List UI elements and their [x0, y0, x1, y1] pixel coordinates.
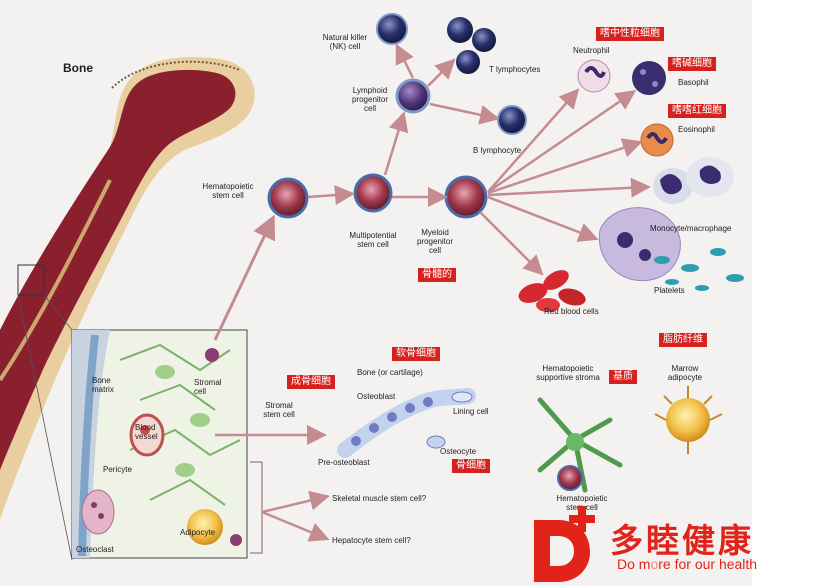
osteoblast-chain: [337, 388, 476, 458]
cn-eosinophil-tag: 嗜嗜红细胞: [668, 104, 726, 118]
stromal-stem-label: Stromal stem cell: [263, 401, 295, 419]
pre-osteoblast-label: Pre-osteoblast: [318, 458, 370, 467]
blood-vessel-label: Blood vessel: [135, 423, 158, 441]
basophil-cell: [632, 61, 666, 95]
hsc2-label: Hematopoietic stem cell: [556, 494, 608, 512]
supportive-stroma-label: Hematopoietic supportive stroma: [536, 364, 600, 382]
adipocyte-label: Adipocyte: [180, 528, 216, 537]
myeloid-label: Myeloid progenitor cell: [416, 228, 454, 255]
monocyte-label: Monocyte/macrophage: [650, 224, 732, 233]
lymphoid-cell: [395, 78, 431, 114]
cn-marrow-tag: 骨髓的: [418, 268, 456, 282]
osteocyte-label: Osteocyte: [440, 447, 477, 456]
lineage-arrows: [307, 43, 651, 276]
b-lymphocyte-cell: [497, 105, 527, 135]
marrow-adipocyte-label: Marrow adipocyte: [667, 364, 703, 382]
b-lymphocyte-label: B lymphocyte: [473, 146, 522, 155]
nk-label: Natural killer (NK) cell: [322, 33, 368, 51]
basophil-label: Basophil: [678, 78, 709, 87]
rbc-label: Red blood cells: [544, 307, 599, 316]
osteoclast-label: Osteoclast: [76, 545, 114, 554]
mpp-cell: [353, 173, 393, 213]
neutrophil-label: Neutrophil: [573, 46, 610, 55]
myeloid-cell: [444, 175, 488, 219]
t-lymphocytes-label: T lymphocytes: [489, 65, 541, 74]
marrow-adipocyte-cell: [654, 386, 723, 454]
zoom-box: [17, 264, 45, 296]
hepatocyte-arrow: [261, 510, 330, 542]
cn-osteoblast-tag: 成骨细胞: [287, 375, 335, 389]
eosinophil-label: Eosinophil: [678, 125, 715, 134]
mpp-label: Multipotential stem cell: [349, 231, 397, 249]
cn-cartilage-tag: 软骨细胞: [392, 347, 440, 361]
t-lymphocyte-cells: [447, 17, 496, 74]
brand-slogan: Do more for our health: [617, 556, 758, 572]
platelets-label: Platelets: [654, 286, 685, 295]
hsc-label: Hematopoietic stem cell: [202, 182, 254, 200]
skeletal-label: Skeletal muscle stem cell?: [332, 494, 427, 503]
skeletal-arrow: [261, 490, 330, 514]
hsc-cell: [267, 177, 309, 219]
brand-name-cn: 多睦健康: [610, 521, 754, 560]
cn-basophil-tag: 嗜碱细胞: [668, 57, 716, 71]
inset-to-hsc-arrow: [213, 214, 276, 341]
hepatocyte-label: Hepatocyte stem cell?: [332, 536, 411, 545]
lymphoid-label: Lymphoid progenitor cell: [351, 86, 389, 113]
stromal-cell-label: Stromal cell: [194, 378, 222, 396]
lining-cell-label: Lining cell: [453, 407, 489, 416]
cn-osteocyte-tag: 骨细胞: [452, 459, 490, 473]
pericyte-label: Pericyte: [103, 465, 132, 474]
monocyte-cell: [653, 157, 734, 204]
osteoblast-label: Osteoblast: [357, 392, 396, 401]
brand-logo: 多睦健康 Do more for our health: [528, 506, 818, 586]
eosinophil-cell: [640, 123, 674, 157]
brand-d-plus-icon: [534, 506, 595, 582]
stroma-cell: [537, 397, 623, 493]
bone-matrix-label: Bone matrix: [92, 376, 114, 394]
cn-stroma-tag: 基质: [609, 370, 637, 384]
bone-cartilage-label: Bone (or cartilage): [357, 368, 423, 377]
bone-illustration: [0, 57, 255, 521]
platelets: [654, 248, 744, 291]
cn-neutrophil-tag: 嗜中性粒细胞: [596, 27, 664, 41]
cn-adipose-tag: 脂肪纤维: [659, 333, 707, 347]
marrow-inset: [71, 329, 248, 559]
nk-cell: [376, 13, 408, 45]
red-blood-cells: [518, 270, 586, 312]
bone-title: Bone: [63, 61, 93, 75]
neutrophil-cell: [577, 59, 611, 93]
